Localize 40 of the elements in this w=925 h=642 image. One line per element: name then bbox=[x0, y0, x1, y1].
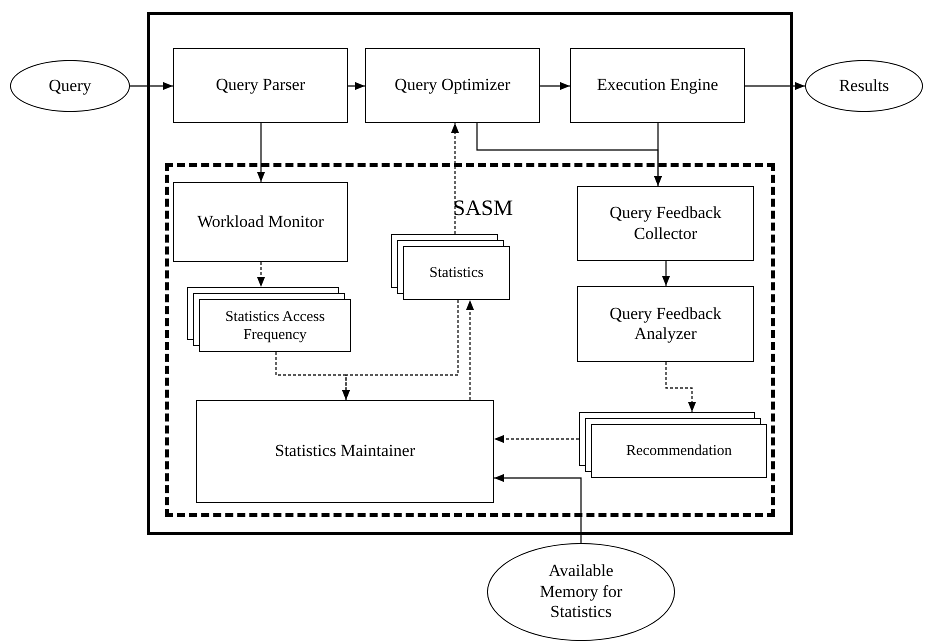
arrow bbox=[540, 82, 570, 90]
arrow bbox=[257, 123, 265, 182]
node-label: Query Feedback Analyzer bbox=[608, 304, 722, 344]
arrow bbox=[745, 82, 805, 90]
arrow bbox=[654, 123, 662, 186]
dashed-arrow bbox=[451, 123, 459, 234]
process-box bbox=[196, 400, 494, 503]
node-label: Workload Monitor bbox=[196, 212, 325, 232]
stacked-document-box bbox=[579, 412, 767, 478]
node-label: Recommendation bbox=[625, 442, 733, 460]
process-box bbox=[570, 48, 745, 123]
process-box bbox=[577, 186, 754, 261]
process-box bbox=[577, 286, 754, 362]
node-label: Statistics Access Frequency bbox=[224, 308, 326, 344]
arrow bbox=[348, 82, 365, 90]
group-frame bbox=[165, 163, 775, 517]
stacked-document-box bbox=[187, 287, 351, 352]
arrow bbox=[130, 82, 173, 90]
node-label: Query Parser bbox=[214, 75, 306, 96]
node-label: Available Memory for Statistics bbox=[538, 561, 624, 623]
system-frame bbox=[147, 12, 793, 535]
group-title: SASM bbox=[452, 195, 514, 222]
node-label: Query bbox=[48, 76, 92, 96]
process-box bbox=[365, 48, 540, 123]
node-label: Query Feedback Collector bbox=[608, 203, 722, 244]
dashed-arrow bbox=[494, 435, 579, 443]
node-label: Execution Engine bbox=[596, 75, 720, 96]
node-label: Statistics Maintainer bbox=[274, 441, 416, 462]
node-label: Query Optimizer bbox=[394, 75, 512, 96]
arrow bbox=[494, 474, 582, 543]
process-box bbox=[173, 48, 348, 123]
node-label: Statistics bbox=[428, 264, 485, 282]
dashed-arrow bbox=[342, 300, 459, 400]
node-label: Results bbox=[838, 76, 890, 96]
dashed-arrow bbox=[466, 300, 474, 400]
dashed-arrow bbox=[665, 362, 696, 412]
dashed-arrow bbox=[257, 262, 265, 287]
arrow bbox=[662, 261, 670, 286]
process-box bbox=[173, 182, 348, 262]
stacked-document-box bbox=[391, 234, 510, 300]
